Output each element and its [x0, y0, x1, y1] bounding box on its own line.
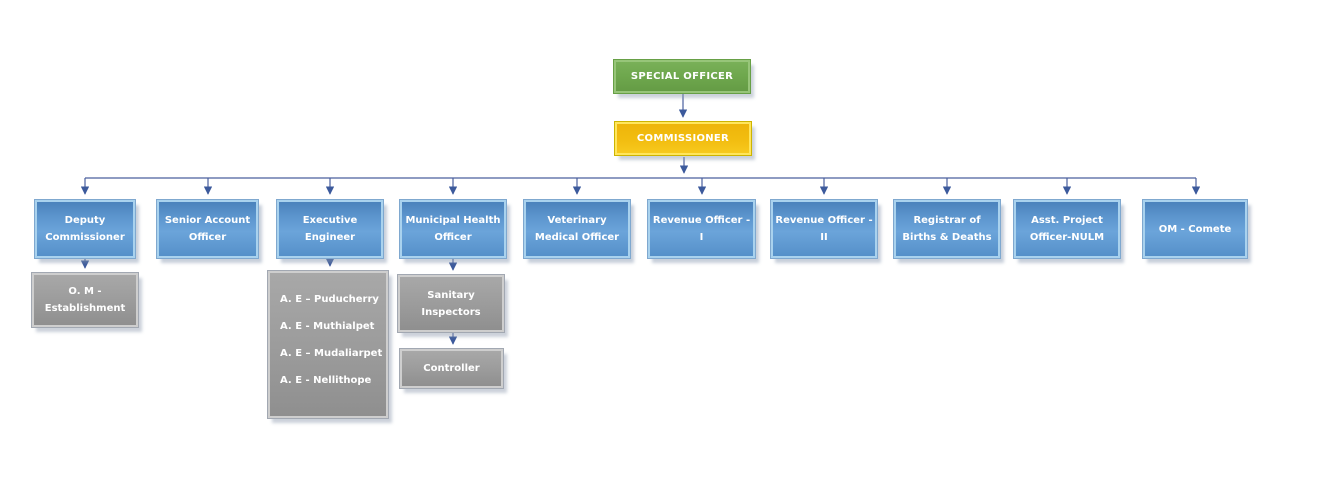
- node-om-establishment: O. M - Establishment: [32, 273, 138, 327]
- node-label: Veterinary Medical Officer: [534, 215, 620, 243]
- node-label: O. M - Establishment: [44, 286, 126, 314]
- list-item-ae-muthialpet: A. E - Muthialpet: [280, 321, 375, 332]
- node-label: Municipal Health Officer: [405, 215, 501, 243]
- node-label: Executive Engineer: [302, 215, 358, 243]
- node-controller: Controller: [400, 349, 503, 388]
- list-item-ae-nellithope: A. E - Nellithope: [280, 375, 372, 386]
- node-label: SPECIAL OFFICER: [630, 71, 734, 82]
- node-om-comete: OM - Comete: [1143, 200, 1247, 258]
- node-revenue-officer-2: Revenue Officer - II: [771, 200, 877, 258]
- node-executive-engineer: Executive Engineer: [277, 200, 383, 258]
- node-registrar-births-deaths: Registrar of Births & Deaths: [894, 200, 1000, 258]
- list-item-ae-mudaliarpet: A. E – Mudaliarpet: [280, 348, 383, 359]
- node-assistant-engineers-list: A. E – Puducherry A. E - Muthialpet A. E…: [268, 271, 388, 418]
- node-label: Asst. Project Officer-NULM: [1029, 215, 1105, 243]
- node-asst-project-officer-nulm: Asst. Project Officer-NULM: [1014, 200, 1120, 258]
- node-commissioner: COMMISSIONER: [615, 122, 751, 155]
- node-label: Revenue Officer - II: [775, 215, 873, 243]
- node-deputy-commissioner: Deputy Commissioner: [35, 200, 135, 258]
- node-veterinary-medical-officer: Veterinary Medical Officer: [524, 200, 630, 258]
- node-label: OM - Comete: [1158, 223, 1232, 235]
- node-sanitary-inspectors: Sanitary Inspectors: [398, 275, 504, 332]
- node-municipal-health-officer: Municipal Health Officer: [400, 200, 506, 258]
- node-label: Senior Account Officer: [164, 215, 251, 243]
- node-label: Revenue Officer - I: [652, 215, 751, 243]
- node-label: Controller: [423, 363, 480, 374]
- node-revenue-officer-1: Revenue Officer - I: [648, 200, 755, 258]
- node-label: Registrar of Births & Deaths: [902, 215, 992, 243]
- node-senior-account-officer: Senior Account Officer: [157, 200, 258, 258]
- node-label: Sanitary Inspectors: [421, 289, 481, 318]
- list-item-ae-puducherry: A. E – Puducherry: [280, 294, 379, 305]
- node-special-officer: SPECIAL OFFICER: [614, 60, 750, 93]
- node-label: Deputy Commissioner: [45, 215, 125, 243]
- node-label: COMMISSIONER: [636, 133, 730, 144]
